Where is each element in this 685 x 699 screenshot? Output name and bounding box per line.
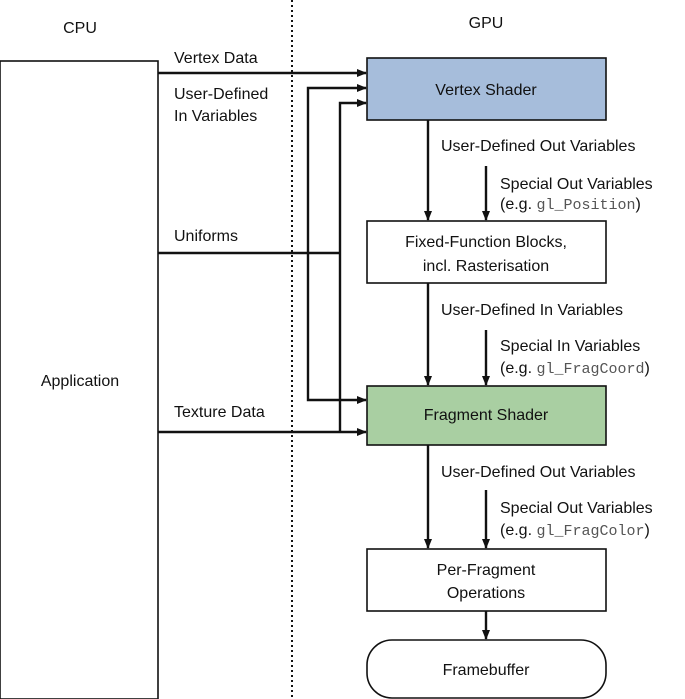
framebuffer-box <box>366 639 607 699</box>
fs-special-out-label: Special Out Variables <box>500 500 653 517</box>
vs-special-out-example: (e.g. gl_Position) <box>500 196 641 214</box>
fs-special-out-example: (e.g. gl_FragColor) <box>500 522 650 540</box>
fragment-shader-label: Fragment Shader <box>424 407 549 424</box>
ff-special-in-example: (e.g. gl_FragCoord) <box>500 360 650 378</box>
user-defined-in-label-2: In Variables <box>174 108 257 125</box>
texture-to-vertex-arrow <box>338 99 367 432</box>
uniforms-to-fragment-arrow <box>306 253 367 404</box>
cpu-header: CPU <box>63 20 97 37</box>
per-fragment-label-1: Per-Fragment <box>437 562 536 579</box>
fs-user-out-label: User-Defined Out Variables <box>441 464 635 481</box>
ff-user-in-label: User-Defined In Variables <box>441 302 623 319</box>
vertex-data-label: Vertex Data <box>174 50 258 67</box>
fixed-function-label-1: Fixed-Function Blocks, <box>405 234 567 251</box>
fragment-shader-box <box>366 385 607 446</box>
vs-user-out-label: User-Defined Out Variables <box>441 138 635 155</box>
texture-data-label: Texture Data <box>174 404 265 421</box>
uniforms-to-vertex-arrow <box>306 84 367 253</box>
application-box <box>0 60 159 699</box>
uniforms-label: Uniforms <box>174 228 238 245</box>
ff-special-in-label: Special In Variables <box>500 338 640 355</box>
gpu-header: GPU <box>469 15 504 32</box>
fixed-function-label-2: incl. Rasterisation <box>423 258 549 275</box>
vertex-shader-label: Vertex Shader <box>435 82 537 99</box>
application-label: Application <box>41 373 119 390</box>
fixed-function-box <box>366 220 607 284</box>
vertex-shader-box <box>366 57 607 121</box>
user-defined-in-label-1: User-Defined <box>174 86 268 103</box>
framebuffer-label: Framebuffer <box>443 662 531 679</box>
vs-special-out-label: Special Out Variables <box>500 176 653 193</box>
per-fragment-label-2: Operations <box>447 585 525 602</box>
